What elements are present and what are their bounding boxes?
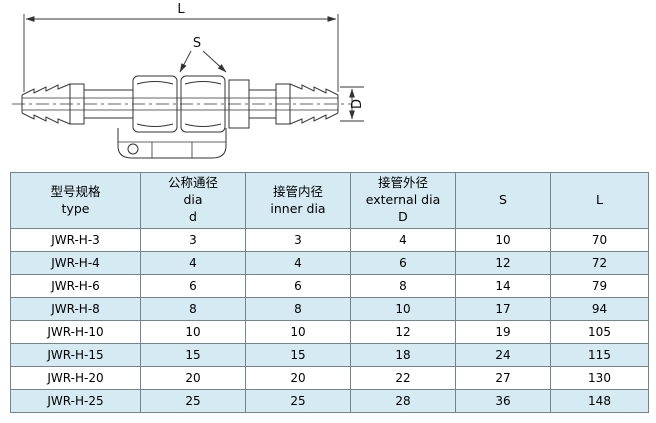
cell-s: 19 [455,320,551,344]
hex-nut-left [132,75,178,133]
hex-nut-right [180,75,226,133]
table-row: JWR-H-3 3 3 4 10 70 [10,228,649,252]
cell-type: JWR-H-25 [10,389,141,413]
cell-type: JWR-H-15 [10,343,141,367]
right-flange [228,79,250,129]
cell-s: 12 [455,251,551,275]
table-row: JWR-H-8 8 8 10 17 94 [10,297,649,321]
col-header-type: 型号规格 type [10,172,141,229]
cell-l: 94 [550,297,649,321]
cell-dia: 15 [140,343,246,367]
dim-label-L: L [177,2,185,17]
cell-s: 36 [455,389,551,413]
cell-external-dia: 28 [350,389,456,413]
cell-inner-dia: 6 [245,274,351,298]
cell-l: 130 [550,366,649,390]
cell-dia: 10 [140,320,246,344]
table-row: JWR-H-4 4 4 6 12 72 [10,251,649,275]
cell-inner-dia: 10 [245,320,351,344]
cell-s: 24 [455,343,551,367]
cell-dia: 8 [140,297,246,321]
table-row: JWR-H-15 15 15 18 24 115 [10,343,649,367]
left-collar [69,83,85,125]
cell-external-dia: 8 [350,274,456,298]
fitting-technical-drawing: L S D [0,0,656,172]
cell-type: JWR-H-6 [10,274,141,298]
dim-label-D: D [350,99,365,109]
bottom-projection [117,128,227,159]
cell-l: 79 [550,274,649,298]
cell-s: 14 [455,274,551,298]
cell-dia: 3 [140,228,246,252]
table-row: JWR-H-10 10 10 12 19 105 [10,320,649,344]
cell-inner-dia: 20 [245,366,351,390]
cell-s: 27 [455,366,551,390]
cell-inner-dia: 25 [245,389,351,413]
cell-external-dia: 6 [350,251,456,275]
col-header-inner-dia: 接管内径 inner dia [245,172,351,229]
dimension-S-leader-right [202,50,227,73]
cell-dia: 25 [140,389,246,413]
cell-external-dia: 4 [350,228,456,252]
cell-external-dia: 18 [350,343,456,367]
col-header-external-dia: 接管外径 external dia D [350,172,456,229]
cell-inner-dia: 15 [245,343,351,367]
cell-l: 72 [550,251,649,275]
cell-dia: 6 [140,274,246,298]
fitting-outline [12,75,352,159]
right-barb [289,83,339,96]
table-row: JWR-H-20 20 20 22 27 130 [10,366,649,390]
table-row: JWR-H-25 25 25 28 36 148 [10,389,649,413]
dim-label-S: S [193,36,201,51]
cell-l: 115 [550,343,649,367]
dimension-lines [23,14,364,122]
dimension-labels: L S D [177,2,365,109]
cell-external-dia: 22 [350,366,456,390]
table-row: JWR-H-6 6 6 8 14 79 [10,274,649,298]
cell-type: JWR-H-20 [10,366,141,390]
fitting-drawing-svg: L S D [12,2,365,159]
cell-type: JWR-H-10 [10,320,141,344]
cell-type: JWR-H-4 [10,251,141,275]
cell-type: JWR-H-3 [10,228,141,252]
header-row: 型号规格 type 公称通径 dia d 接管内径 inner dia 接管外径… [10,172,649,229]
spec-table: 型号规格 type 公称通径 dia d 接管内径 inner dia 接管外径… [10,172,649,413]
cell-inner-dia: 8 [245,297,351,321]
cell-l: 105 [550,320,649,344]
cell-external-dia: 10 [350,297,456,321]
dimension-S-leader-left [179,50,192,73]
cell-l: 70 [550,228,649,252]
cell-type: JWR-H-8 [10,297,141,321]
col-header-s: S [455,172,551,229]
cell-dia: 20 [140,366,246,390]
cell-inner-dia: 3 [245,228,351,252]
left-barb [21,83,71,96]
cell-inner-dia: 4 [245,251,351,275]
col-header-l: L [550,172,649,229]
cell-s: 10 [455,228,551,252]
cell-s: 17 [455,297,551,321]
cell-external-dia: 12 [350,320,456,344]
col-header-dia: 公称通径 dia d [140,172,246,229]
cell-l: 148 [550,389,649,413]
cell-dia: 4 [140,251,246,275]
